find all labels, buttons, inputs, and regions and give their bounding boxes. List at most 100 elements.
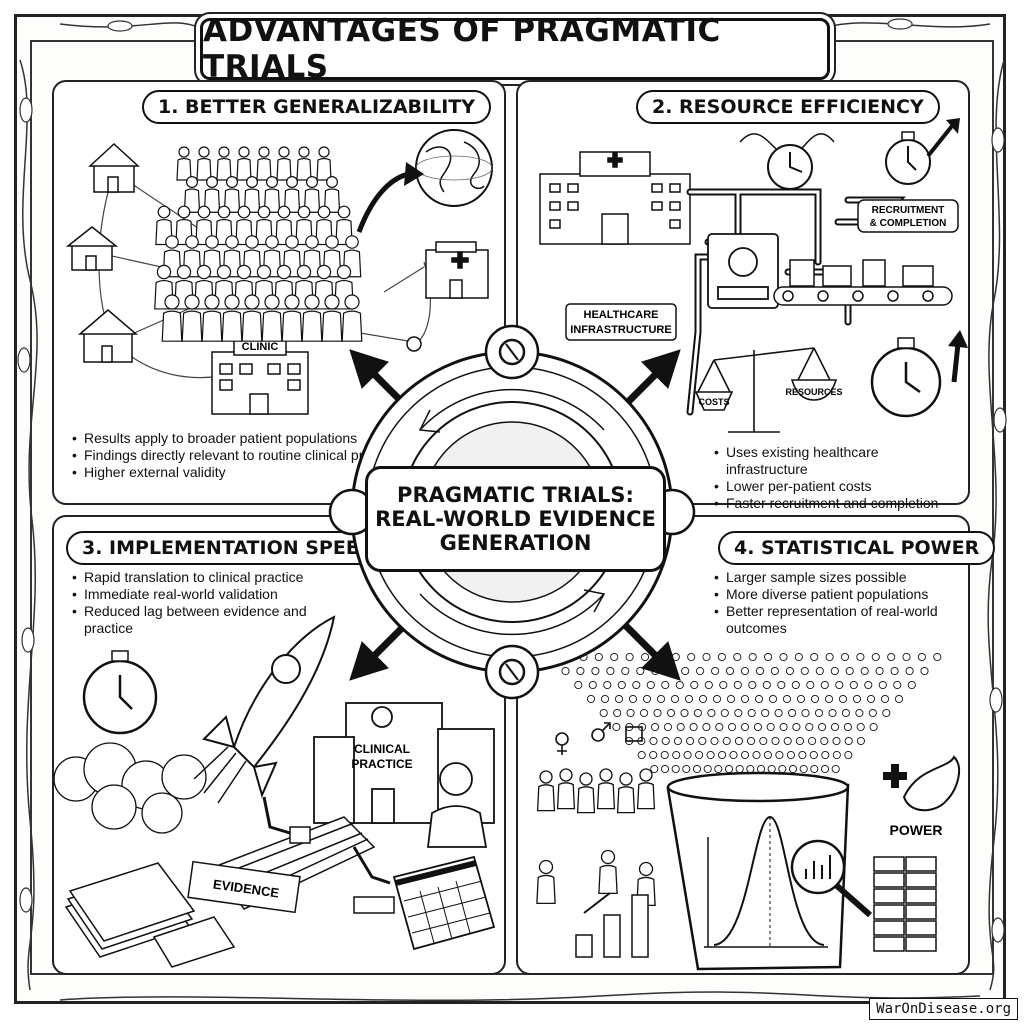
panel-3-heading: 3. IMPLEMENTATION SPEED	[66, 531, 391, 565]
person-head	[286, 175, 299, 188]
bullet-item: Results apply to broader patient populat…	[72, 430, 492, 447]
crowd-person	[855, 708, 864, 718]
bullet-item: Faster recruitment and completion	[714, 495, 964, 512]
crowd-person	[786, 750, 795, 760]
crowd-person	[714, 764, 723, 774]
crowd-person	[821, 750, 830, 760]
crowd-person	[788, 764, 798, 774]
resource-efficiency-illustration: RECRUITMENT & COMPLETION HEALTHCARE INFR…	[539, 118, 968, 433]
crowd-person	[777, 680, 786, 690]
evidence-conveyor	[187, 796, 395, 914]
crowd-person	[762, 680, 771, 690]
block	[905, 872, 937, 888]
crowd-person	[733, 680, 742, 690]
person-body	[536, 784, 556, 812]
person-head	[639, 768, 653, 782]
person-body	[576, 786, 596, 814]
block	[905, 856, 937, 872]
bullet-item: Immediate real-world validation	[72, 586, 322, 603]
crowd-person	[614, 694, 624, 704]
person-head	[165, 235, 179, 249]
crowd-person	[841, 708, 850, 718]
crowd-person	[752, 750, 761, 760]
crowd-person	[680, 708, 689, 718]
person-body	[276, 157, 292, 181]
crowd-person	[764, 652, 773, 662]
crowd-person	[676, 722, 685, 732]
crowd-person	[696, 666, 705, 676]
person-head	[298, 146, 310, 158]
machine-box	[707, 233, 779, 309]
person-head	[184, 294, 200, 310]
crowd-person	[671, 764, 680, 774]
large-crowd	[548, 652, 942, 774]
infrastructure-label-2: INFRASTRUCTURE	[570, 324, 671, 336]
crowd-person	[693, 708, 702, 718]
crowd-person	[825, 652, 834, 662]
crowd-person	[684, 694, 694, 704]
crowd-person	[820, 680, 829, 690]
person-head	[258, 146, 270, 158]
crowd-person	[770, 666, 779, 676]
block	[905, 904, 937, 920]
crowd-person	[682, 764, 691, 774]
person-body	[341, 310, 363, 342]
person-body	[183, 188, 201, 213]
bullet-item: Findings directly relevant to routine cl…	[72, 447, 492, 464]
crowd-person	[920, 666, 929, 676]
crowd-person	[621, 666, 630, 676]
block	[905, 936, 937, 952]
block	[873, 936, 905, 952]
person-head	[177, 205, 191, 219]
crowd-person	[748, 680, 757, 690]
crowd-person	[640, 652, 650, 662]
crowd-person	[725, 666, 735, 676]
person-body	[321, 310, 343, 342]
crowd-people	[154, 146, 363, 342]
crowd-person	[670, 694, 680, 704]
crowd-person	[650, 764, 659, 774]
implementation-speed-illustration: CLINICAL PRACTICE EVIDENCE	[53, 615, 496, 968]
crowd-person	[704, 680, 713, 690]
crowd-person	[761, 708, 770, 718]
crowd-person	[766, 722, 775, 732]
crowd-person	[740, 694, 750, 704]
person-head	[225, 235, 239, 249]
panel-3-bullets: Rapid translation to clinical practice I…	[72, 569, 322, 637]
crowd-person	[734, 736, 743, 746]
crowd-person	[801, 708, 810, 718]
person-head	[345, 235, 359, 249]
person-head	[305, 235, 319, 249]
bullet-item: Reduced lag between evidence and practic…	[72, 603, 322, 637]
person-head	[265, 235, 279, 249]
panel-2-bullets: Uses existing healthcare infrastructure …	[714, 444, 964, 512]
crowd-person	[712, 694, 722, 704]
crowd-person	[852, 694, 862, 704]
crowd-person	[747, 736, 756, 746]
person-head	[257, 205, 271, 219]
crowd-person	[860, 666, 869, 676]
person-head	[285, 235, 299, 249]
panel-4-heading: 4. STATISTICAL POWER	[718, 531, 996, 565]
crowd-person	[869, 722, 878, 732]
calendar-icon	[392, 855, 496, 951]
crowd-person	[845, 666, 854, 676]
crowd-person	[768, 694, 778, 704]
crowd-person	[785, 666, 794, 676]
crowd-person	[820, 736, 829, 746]
bullet-item: Uses existing healthcare infrastructure	[714, 444, 964, 478]
crowd-person	[692, 764, 702, 774]
person-body	[303, 188, 321, 213]
crowd-person	[574, 680, 583, 690]
gear-knob	[328, 324, 696, 700]
person-head	[244, 294, 260, 310]
person-head	[296, 264, 312, 280]
crowd-person	[880, 694, 890, 704]
crowd-person	[612, 722, 621, 732]
block	[873, 920, 905, 936]
crowd-person	[814, 708, 824, 718]
crowd-person	[690, 680, 699, 690]
crowd-person	[717, 652, 726, 662]
hospital-icon	[425, 241, 489, 299]
crowd-person	[808, 736, 817, 746]
